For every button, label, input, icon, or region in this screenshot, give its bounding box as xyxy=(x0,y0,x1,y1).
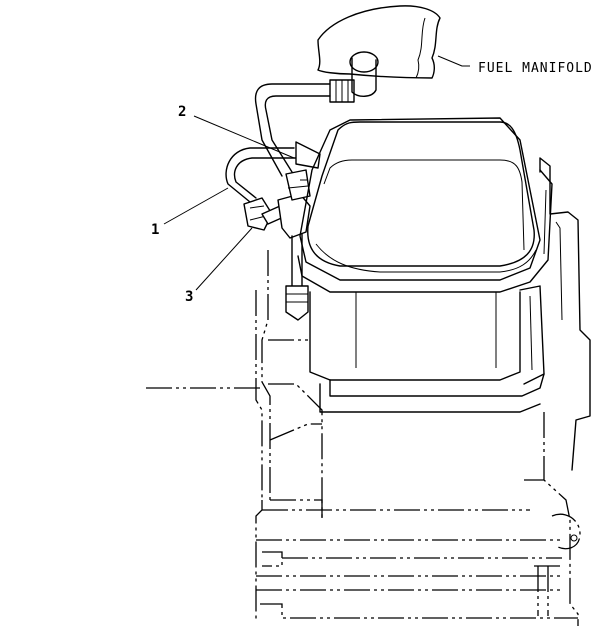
valve-cover xyxy=(297,117,553,293)
callout-1: 1 xyxy=(151,222,159,238)
head-flange-right xyxy=(539,157,591,471)
leader-lines xyxy=(163,55,470,291)
callout-2: 2 xyxy=(178,104,186,120)
engine-block xyxy=(146,250,581,626)
fuel-line-upper xyxy=(254,83,331,177)
fuel-line-loop xyxy=(225,147,299,203)
cylinder-head xyxy=(309,285,545,413)
valve-assembly xyxy=(277,141,321,321)
fuel-manifold xyxy=(317,5,441,103)
fuel-manifold-label: FUEL MANIFOLD xyxy=(478,61,593,76)
callout-3: 3 xyxy=(185,289,193,305)
